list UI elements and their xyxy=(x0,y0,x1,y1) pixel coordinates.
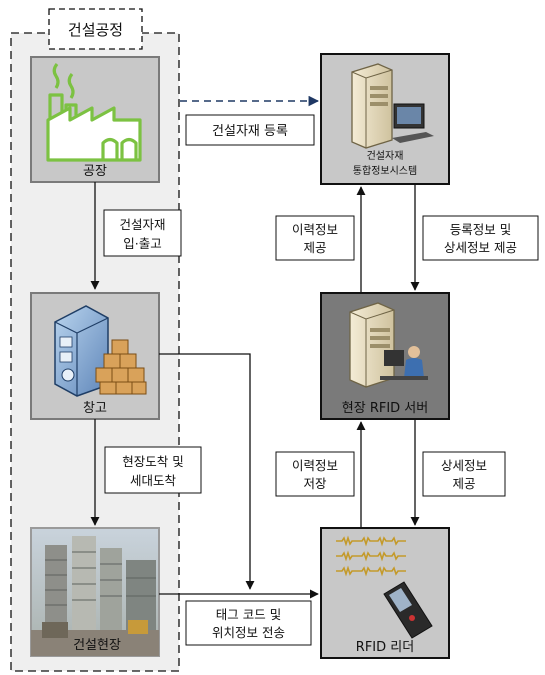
svg-text:태그 코드 및: 태그 코드 및 xyxy=(216,607,281,622)
label-history-provide: 이력정보 제공 xyxy=(275,215,355,261)
svg-text:상세정보: 상세정보 xyxy=(441,458,487,473)
rfid-server-node[interactable]: 현장 RFID 서버 xyxy=(320,292,450,420)
svg-text:건설자재 등록: 건설자재 등록 xyxy=(212,124,288,139)
svg-text:제공: 제공 xyxy=(452,476,475,491)
svg-text:건설자재: 건설자재 xyxy=(119,217,165,232)
warehouse-icon xyxy=(54,305,147,397)
svg-text:제공: 제공 xyxy=(303,240,326,255)
label-history-store: 이력정보 저장 xyxy=(275,451,355,497)
label-material-registration: 건설자재 등록 xyxy=(185,114,315,146)
factory-label: 공장 xyxy=(83,164,107,179)
rfid-reader-label: RFID 리더 xyxy=(356,640,414,655)
factory-icon xyxy=(46,62,142,162)
label-site-arrival: 현장도착 및 세대도착 xyxy=(104,446,202,494)
svg-text:등록정보 및: 등록정보 및 xyxy=(450,222,511,237)
svg-text:현장도착 및: 현장도착 및 xyxy=(122,454,183,469)
svg-text:입·출고: 입·출고 xyxy=(123,236,161,251)
label-tag-transmit: 태그 코드 및 위치정보 전송 xyxy=(185,600,312,646)
svg-text:이력정보: 이력정보 xyxy=(292,458,338,473)
factory-node[interactable]: 공장 xyxy=(30,56,160,183)
server-user-icon xyxy=(349,302,428,388)
arrow-warehouse-to-path xyxy=(159,353,255,590)
process-group-title: 건설공정 xyxy=(68,21,123,39)
label-material-inout: 건설자재 입·출고 xyxy=(103,209,182,257)
rfid-server-label: 현장 RFID 서버 xyxy=(342,401,428,416)
site-label: 건설현장 xyxy=(73,638,121,653)
rfid-reader-icon xyxy=(383,581,433,639)
construction-site-photo xyxy=(31,536,159,656)
svg-text:위치정보 전송: 위치정보 전송 xyxy=(212,625,285,640)
site-node[interactable]: 건설현장 xyxy=(30,527,160,657)
warehouse-label: 창고 xyxy=(83,401,107,416)
svg-text:상세정보 제공: 상세정보 제공 xyxy=(444,240,517,255)
system-node[interactable]: 건설자재 통합정보시스템 xyxy=(320,53,450,185)
svg-text:이력정보: 이력정보 xyxy=(292,222,338,237)
rfid-reader-node[interactable]: RFID 리더 xyxy=(320,527,450,659)
system-label-line2: 통합정보시스템 xyxy=(353,165,417,177)
label-detail-info: 상세정보 제공 xyxy=(422,451,506,497)
server-computer-icon xyxy=(351,63,434,149)
warehouse-node[interactable]: 창고 xyxy=(30,292,160,420)
process-group-title-box xyxy=(48,8,143,50)
svg-text:저장: 저장 xyxy=(303,476,327,491)
system-label-line1: 건설자재 xyxy=(367,150,404,162)
label-registration-detail: 등록정보 및 상세정보 제공 xyxy=(422,215,539,261)
svg-text:세대도착: 세대도착 xyxy=(130,473,177,488)
rfid-tag-icons xyxy=(336,535,406,577)
